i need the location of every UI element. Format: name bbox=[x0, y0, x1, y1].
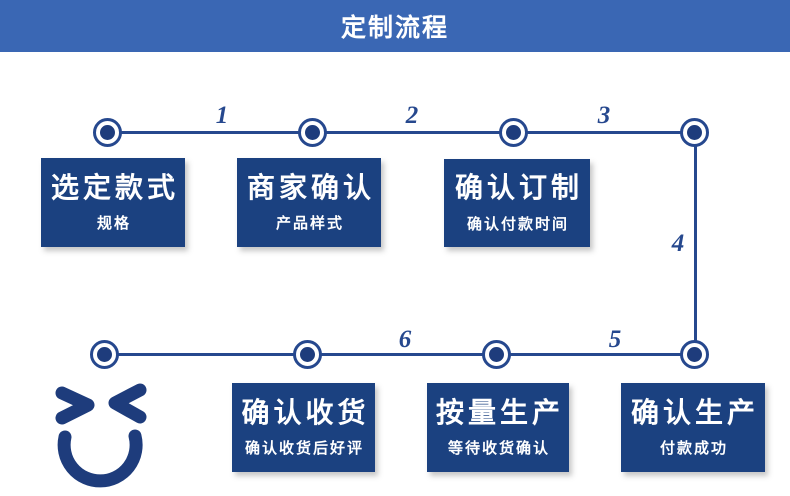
node-dot bbox=[300, 347, 315, 362]
step-number-6: 6 bbox=[398, 326, 412, 353]
node-circle-4 bbox=[680, 118, 709, 147]
step-box-confirm-production: 确认生产 付款成功 bbox=[621, 383, 765, 472]
step-number-1: 1 bbox=[215, 102, 229, 129]
node-dot bbox=[687, 347, 702, 362]
step-number-3: 3 bbox=[597, 102, 611, 129]
step-box-subtitle: 规格 bbox=[96, 215, 131, 233]
node-dot bbox=[97, 347, 112, 362]
connector-line-bottom bbox=[105, 353, 695, 356]
step-box-title: 确认收货 bbox=[241, 396, 370, 428]
step-box-production-by-volume: 按量生产 等待收货确认 bbox=[427, 383, 569, 472]
step-box-confirm-receipt: 确认收货 确认收货后好评 bbox=[232, 383, 375, 472]
node-circle-5 bbox=[90, 340, 119, 369]
step-box-subtitle: 等待收货确认 bbox=[447, 440, 550, 458]
step-box-title: 确认订制 bbox=[454, 172, 583, 204]
node-circle-2 bbox=[298, 118, 327, 147]
node-circle-8 bbox=[680, 340, 709, 369]
step-box-subtitle: 确认收货后好评 bbox=[244, 440, 364, 458]
step-box-select-style: 选定款式 规格 bbox=[41, 158, 185, 247]
step-box-title: 按量生产 bbox=[435, 396, 564, 428]
node-circle-3 bbox=[499, 118, 528, 147]
connector-line-vertical bbox=[694, 133, 697, 355]
step-number-5: 5 bbox=[608, 326, 622, 353]
node-dot bbox=[687, 125, 702, 140]
step-box-subtitle: 产品样式 bbox=[275, 215, 344, 233]
step-box-subtitle: 确认付款时间 bbox=[466, 215, 569, 233]
header-banner: 定制流程 bbox=[0, 0, 790, 52]
node-dot bbox=[100, 125, 115, 140]
step-box-title: 商家确认 bbox=[246, 171, 375, 203]
node-dot bbox=[305, 125, 320, 140]
step-box-title: 确认生产 bbox=[630, 396, 759, 428]
left-eye-icon bbox=[55, 386, 95, 425]
node-dot bbox=[506, 125, 521, 140]
node-circle-1 bbox=[93, 118, 122, 147]
connector-line-top bbox=[108, 131, 695, 134]
step-box-merchant-confirm: 商家确认 产品样式 bbox=[237, 158, 381, 247]
step-box-title: 选定款式 bbox=[50, 171, 179, 203]
smiley-face-icon bbox=[55, 383, 147, 488]
node-circle-7 bbox=[482, 340, 511, 369]
node-circle-6 bbox=[293, 340, 322, 369]
step-number-4: 4 bbox=[671, 230, 685, 257]
page-title: 定制流程 bbox=[340, 14, 449, 42]
right-eye-icon bbox=[108, 383, 147, 424]
node-dot bbox=[489, 347, 504, 362]
step-box-confirm-order: 确认订制 确认付款时间 bbox=[444, 159, 590, 247]
smile-mouth-icon bbox=[57, 429, 143, 488]
step-box-subtitle: 付款成功 bbox=[659, 440, 728, 458]
step-number-2: 2 bbox=[405, 102, 419, 129]
